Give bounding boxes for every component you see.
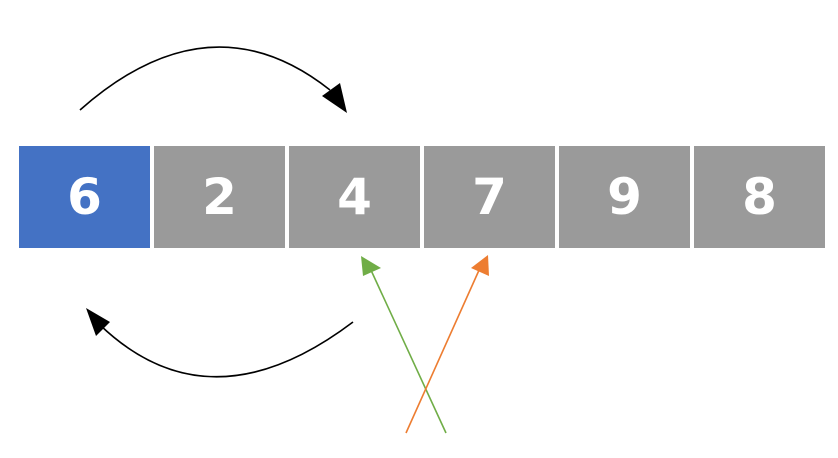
bottom-swap-arrowhead: [86, 308, 110, 336]
array-cell-pivot: 6: [19, 146, 150, 248]
number-array: 6 2 4 7 9 8: [19, 146, 825, 248]
array-cell: 2: [154, 146, 285, 248]
array-cell: 7: [424, 146, 555, 248]
orange-pointer-arrowhead: [471, 255, 489, 276]
green-pointer-arrow: [369, 267, 447, 434]
orange-pointer-arrow: [405, 267, 481, 434]
array-cell: 8: [694, 146, 825, 248]
array-cell: 4: [289, 146, 420, 248]
top-swap-arrowhead: [322, 83, 347, 113]
bottom-swap-arrow: [99, 321, 354, 378]
green-pointer-arrowhead: [361, 256, 381, 276]
top-swap-arrow: [79, 46, 331, 111]
array-cell: 9: [559, 146, 690, 248]
